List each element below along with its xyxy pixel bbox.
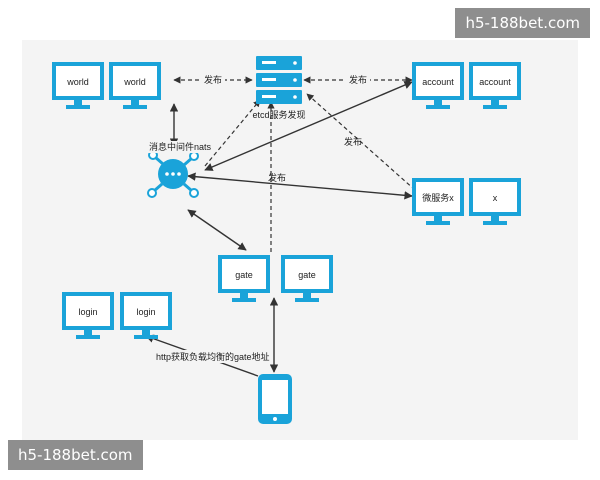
monitor-login-2: login <box>120 292 172 339</box>
edge-label-publish: 发布 <box>204 74 222 85</box>
edge-label-publish: 发布 <box>268 172 286 183</box>
server-icon <box>256 56 302 104</box>
svg-text:gate: gate <box>235 270 253 280</box>
monitor-micro-1: 微服务x <box>412 178 464 225</box>
svg-text:x: x <box>493 193 498 203</box>
edge-micro-etcd <box>306 93 416 191</box>
edge-nats-account <box>204 81 413 171</box>
svg-text:world: world <box>123 77 146 87</box>
nats-label: 消息中间件nats <box>149 141 212 152</box>
edge-nats-gate <box>187 209 247 251</box>
svg-text:login: login <box>136 307 155 317</box>
etcd-label: etcd服务发现 <box>252 109 305 120</box>
edge-label-publish: 发布 <box>344 136 362 147</box>
monitor-account-2: account <box>469 62 521 109</box>
edge-label-publish: 发布 <box>349 74 367 85</box>
monitor-micro-2: x <box>469 178 521 225</box>
message-hub-icon <box>147 150 199 198</box>
mobile-phone-icon <box>258 374 292 424</box>
monitor-gate-1: gate <box>218 255 270 302</box>
monitor-account-1: account <box>412 62 464 109</box>
svg-text:login: login <box>78 307 97 317</box>
svg-text:gate: gate <box>298 270 316 280</box>
edge-label-http: http获取负载均衡的gate地址 <box>156 351 270 362</box>
edge-nats-micro <box>187 172 413 200</box>
svg-text:account: account <box>422 77 454 87</box>
svg-text:account: account <box>479 77 511 87</box>
monitor-world-2: world <box>109 62 161 109</box>
svg-text:微服务x: 微服务x <box>422 192 454 203</box>
watermark-bottom: h5-188bet.com <box>8 440 143 470</box>
monitor-world-1: world <box>52 62 104 109</box>
monitor-login-1: login <box>62 292 114 339</box>
watermark-top: h5-188bet.com <box>455 8 590 38</box>
monitor-gate-2: gate <box>281 255 333 302</box>
svg-text:world: world <box>66 77 89 87</box>
